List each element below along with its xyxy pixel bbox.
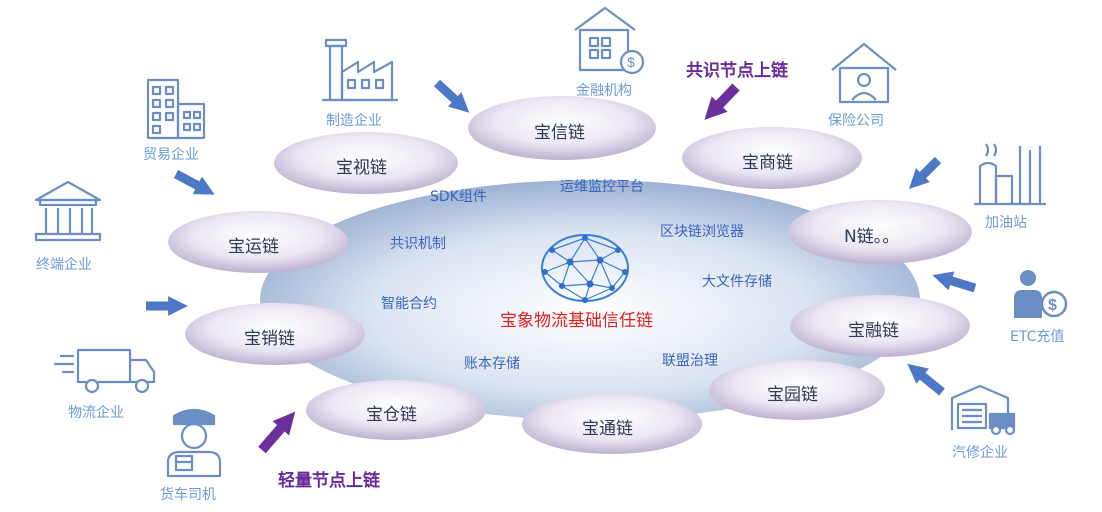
entity-label-manufacturing: 制造企业: [326, 113, 382, 129]
light-node-callout: 轻量节点上链: [278, 471, 380, 491]
chain-ellipse-baoshang: [682, 127, 862, 189]
feature-file-storage: 大文件存储: [702, 274, 772, 290]
chain-label-nchain: N链。。: [844, 227, 900, 247]
svg-text:$: $: [627, 54, 635, 70]
office-building-icon: [146, 78, 206, 140]
network-globe-icon: [541, 234, 629, 303]
refinery-icon: [974, 143, 1046, 206]
arrow-etc: [932, 271, 977, 293]
arrow-manufacturing: [433, 79, 470, 113]
driver-icon: [166, 408, 222, 478]
chain-ellipse-baoyuan: [709, 360, 885, 420]
feature-ledger: 账本存储: [464, 356, 520, 372]
feature-explorer: 区块链浏览器: [660, 224, 744, 240]
chain-ellipse-baoshi: [274, 132, 458, 194]
chain-label-baoshang: 宝商链: [742, 153, 793, 173]
truck-garage-icon: [950, 384, 1016, 436]
feature-sdk: SDK组件: [430, 189, 487, 205]
chain-label-baoshi: 宝视链: [336, 158, 387, 178]
entity-label-finance: 金融机构: [576, 83, 632, 99]
entity-label-insurance: 保险公司: [828, 113, 884, 129]
svg-text:$: $: [1048, 297, 1057, 314]
feature-ops-monitor: 运维监控平台: [560, 179, 644, 195]
entity-label-auto-repair: 汽修企业: [952, 445, 1008, 461]
person-dollar-icon: $: [1014, 270, 1068, 318]
entity-label-gas-station: 加油站: [985, 215, 1027, 231]
chain-ellipse-nchain: [788, 200, 972, 264]
bank-building-icon: $: [574, 6, 645, 75]
chain-label-baorong: 宝融链: [848, 321, 899, 341]
arrow-light-node: [258, 411, 296, 454]
chain-ellipse-baocang: [306, 380, 486, 440]
entity-label-driver: 货车司机: [160, 487, 216, 503]
arrow-gas-station: [908, 156, 942, 190]
feature-smart-contract: 智能合约: [381, 296, 437, 312]
entity-label-logistics: 物流企业: [68, 405, 124, 421]
entity-label-trade: 贸易企业: [143, 147, 199, 163]
consensus-node-callout: 共识节点上链: [686, 61, 788, 81]
delivery-truck-icon: [54, 348, 156, 394]
purple-arrows: [258, 83, 740, 454]
chain-ellipses: [168, 96, 972, 454]
chain-label-baoxin: 宝信链: [534, 123, 585, 143]
chain-ellipse-baoxin: [468, 96, 656, 160]
entity-label-etc: ETC充值: [1010, 329, 1065, 345]
blue-arrows: [146, 79, 977, 396]
center-label: 宝象物流基础信任链: [500, 311, 653, 331]
feature-consensus: 共识机制: [390, 236, 446, 252]
chain-label-baotong: 宝通链: [582, 419, 633, 439]
chain-label-baoxiao: 宝销链: [244, 329, 295, 349]
arrow-trade: [173, 170, 215, 195]
arrow-consensus-node: [704, 83, 740, 120]
chain-ellipse-baorong: [790, 295, 970, 357]
chain-ellipse-baotong: [522, 394, 702, 454]
house-icon: [831, 42, 897, 104]
arrow-auto-repair: [907, 363, 945, 396]
chain-label-baocang: 宝仓链: [366, 405, 417, 425]
entity-label-terminal: 终端企业: [36, 257, 92, 273]
chain-label-baoyuan: 宝园链: [767, 385, 818, 405]
feature-governance: 联盟治理: [662, 353, 718, 369]
chain-label-baoyun: 宝运链: [228, 237, 279, 257]
factory-icon: [322, 38, 398, 102]
government-building-icon: [34, 180, 102, 242]
chain-ellipse-baoyun: [168, 211, 348, 273]
chain-ellipse-baoxiao: [185, 303, 365, 365]
